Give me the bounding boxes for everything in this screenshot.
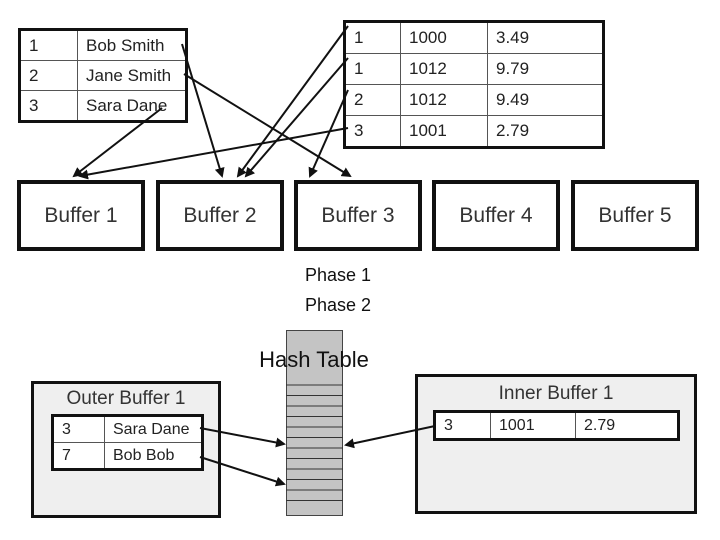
table-row: 3 Sara Dane (52, 415, 203, 443)
buffer-3: Buffer 3 (294, 180, 422, 251)
arrow-inner-row-hash (344, 425, 436, 449)
arrow-ord2-buffer2 (244, 57, 349, 178)
phase-2-label: Phase 2 (304, 295, 372, 315)
cell-id: 2 (19, 60, 78, 91)
cell-id: 1 (344, 53, 401, 85)
table-row: 2 1012 9.49 (344, 84, 604, 116)
cell-order: 1012 (400, 53, 488, 85)
inner-buffer-table: 3 1001 2.79 (433, 410, 680, 441)
table-row: 3 1001 2.79 (344, 115, 604, 148)
cell-order: 1001 (490, 411, 576, 440)
cell-name: Bob Bob (104, 442, 203, 470)
arrow-emp3-buffer1 (72, 107, 163, 178)
table-row: 7 Bob Bob (52, 442, 203, 470)
cell-name: Sara Dane (104, 415, 203, 443)
outer-buffer-table: 3 Sara Dane 7 Bob Bob (51, 414, 204, 471)
cell-amount: 9.79 (487, 53, 604, 85)
cell-order: 1000 (400, 21, 488, 54)
arrow-emp1-buffer2 (181, 43, 225, 178)
cell-order: 1012 (400, 84, 488, 116)
cell-id: 1 (344, 21, 401, 54)
buffer-4: Buffer 4 (432, 180, 560, 251)
inner-buffer-title: Inner Buffer 1 (498, 383, 614, 404)
buffer-2: Buffer 2 (156, 180, 284, 251)
cell-amount: 2.79 (487, 115, 604, 148)
cell-id: 3 (434, 411, 491, 440)
table-row: 3 Sara Dane (19, 90, 187, 122)
arrow-emp2-buffer3 (183, 73, 352, 178)
hash-table (286, 330, 343, 516)
table-row: 1 1000 3.49 (344, 21, 604, 54)
inner-buffer-panel: Inner Buffer 1 (415, 374, 697, 514)
phase-1-label: Phase 1 (304, 265, 372, 285)
buffer-1: Buffer 1 (17, 180, 145, 251)
table-row: 1 1012 9.79 (344, 53, 604, 85)
employee-table: 1 Bob Smith 2 Jane Smith 3 Sara Dane (18, 28, 188, 123)
cell-name: Bob Smith (77, 29, 187, 61)
hash-table-title: Hash Table (259, 347, 369, 372)
arrow-ord1-buffer2 (236, 25, 349, 178)
arrow-outer-row2-hash (199, 456, 286, 487)
buffer-5: Buffer 5 (571, 180, 699, 251)
cell-name: Sara Dane (77, 90, 187, 122)
arrow-ord3-buffer3 (308, 89, 349, 178)
table-row: 2 Jane Smith (19, 60, 187, 91)
outer-buffer-title: Outer Buffer 1 (66, 388, 186, 409)
orders-table: 1 1000 3.49 1 1012 9.79 2 1012 9.49 3 10… (343, 20, 605, 149)
cell-id: 3 (344, 115, 401, 148)
cell-order: 1001 (400, 115, 488, 148)
arrow-ord4-buffer1 (78, 127, 349, 180)
cell-amount: 2.79 (575, 411, 679, 440)
arrow-outer-row1-hash (199, 427, 286, 448)
cell-name: Jane Smith (77, 60, 187, 91)
cell-amount: 9.49 (487, 84, 604, 116)
table-row: 3 1001 2.79 (434, 411, 679, 440)
